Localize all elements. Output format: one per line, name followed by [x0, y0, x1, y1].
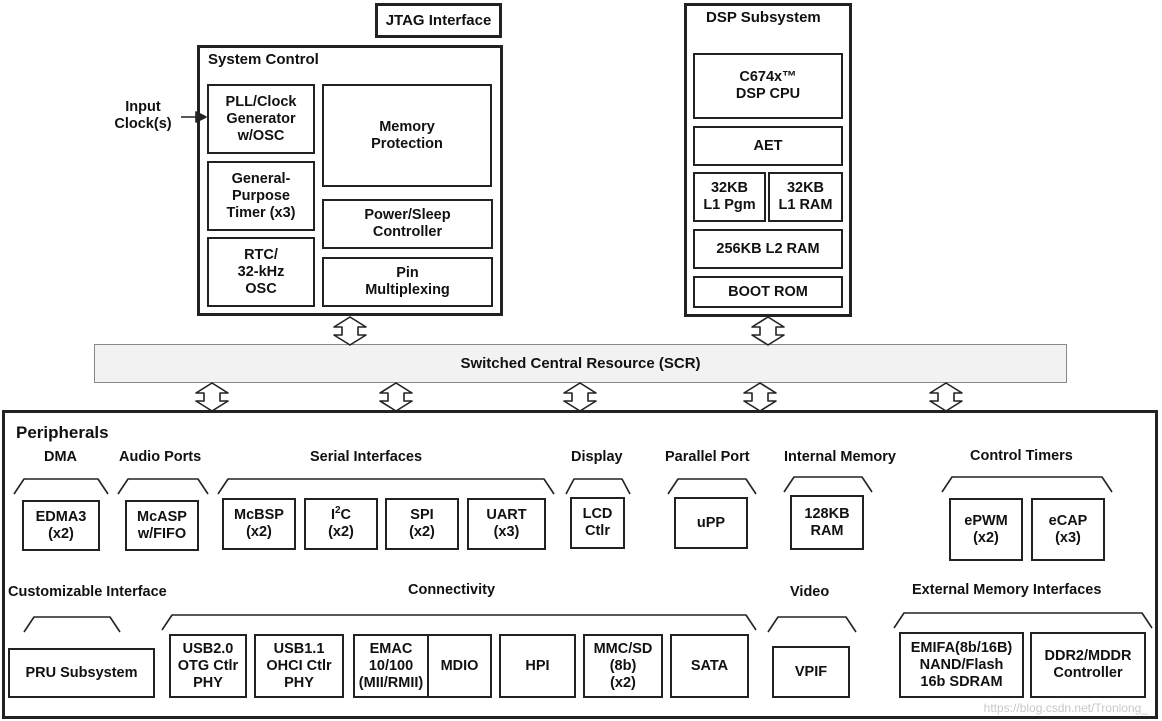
input-clock-label: Input Clock(s) — [114, 99, 172, 132]
i2c-label: I2C (x2) — [328, 505, 354, 540]
double-arrow-icon — [379, 382, 413, 412]
customizable-interface-label: Customizable Interface — [8, 584, 167, 600]
pru-subsystem-box: PRU Subsystem — [8, 648, 155, 698]
ecap-box: eCAP (x3) — [1031, 498, 1105, 561]
usb20-box: USB2.0 OTG Ctlr PHY — [169, 634, 247, 698]
sata-box: SATA — [670, 634, 749, 698]
ddr2-mddr-box: DDR2/MDDR Controller — [1030, 632, 1146, 698]
boot-rom-box: BOOT ROM — [693, 276, 843, 308]
serial-interfaces-label: Serial Interfaces — [310, 449, 423, 465]
mdio-box: MDIO — [427, 634, 492, 698]
watermark: https://blog.csdn.net/Tronlong_ — [983, 701, 1148, 715]
upp-box: uPP — [674, 497, 748, 549]
l2-ram-box: 256KB L2 RAM — [693, 229, 843, 269]
hpi-box: HPI — [499, 634, 576, 698]
usb11-box: USB1.1 OHCI Ctlr PHY — [254, 634, 344, 698]
double-arrow-icon — [929, 382, 963, 412]
mcbsp-box: McBSP (x2) — [222, 498, 296, 550]
double-arrow-icon — [751, 316, 785, 346]
mcasp-box: McASP w/FIFO — [125, 500, 199, 551]
switched-central-resource-bar: Switched Central Resource (SCR) — [94, 344, 1067, 383]
peripherals-title: Peripherals — [16, 423, 109, 442]
l1-pgm-box: 32KB L1 Pgm — [693, 172, 766, 222]
aet-box: AET — [693, 126, 843, 166]
pll-clock-generator-box: PLL/Clock Generator w/OSC — [207, 84, 315, 154]
rtc-osc-box: RTC/ 32-kHz OSC — [207, 237, 315, 307]
dsp-subsystem-title: DSP Subsystem — [706, 9, 821, 26]
double-arrow-icon — [195, 382, 229, 412]
external-memory-interfaces-label: External Memory Interfaces — [912, 582, 1102, 598]
ram-128kb-box: 128KB RAM — [790, 495, 864, 550]
lcd-controller-box: LCD Ctlr — [570, 497, 625, 549]
parallel-port-label: Parallel Port — [665, 449, 750, 465]
emac-box: EMAC 10/100 (MII/RMII) — [353, 634, 429, 698]
general-purpose-timer-box: General- Purpose Timer (x3) — [207, 161, 315, 231]
dma-label: DMA — [44, 449, 78, 465]
uart-box: UART (x3) — [467, 498, 546, 550]
dsp-subsystem-block — [684, 3, 852, 317]
control-timers-label: Control Timers — [970, 448, 1073, 464]
dsp-cpu-box: C674x™ DSP CPU — [693, 53, 843, 119]
system-control-title: System Control — [208, 51, 319, 68]
internal-memory-label: Internal Memory — [784, 449, 896, 465]
double-arrow-icon — [743, 382, 777, 412]
i2c-box: I2C (x2) — [304, 498, 378, 550]
pin-multiplexing-box: Pin Multiplexing — [322, 257, 493, 307]
system-control-block — [197, 45, 503, 316]
mmc-sd-box: MMC/SD (8b) (x2) — [583, 634, 663, 698]
display-label: Display — [571, 449, 623, 465]
l1-ram-box: 32KB L1 RAM — [768, 172, 843, 222]
connectivity-label: Connectivity — [408, 582, 496, 598]
double-arrow-icon — [333, 316, 367, 346]
spi-box: SPI (x2) — [385, 498, 459, 550]
edma3-box: EDMA3 (x2) — [22, 500, 100, 551]
video-label: Video — [790, 584, 830, 600]
epwm-box: ePWM (x2) — [949, 498, 1023, 561]
audio-ports-label: Audio Ports — [119, 449, 202, 465]
power-sleep-controller-box: Power/Sleep Controller — [322, 199, 493, 249]
vpif-box: VPIF — [772, 646, 850, 698]
jtag-interface-box: JTAG Interface — [375, 3, 502, 38]
memory-protection-box: Memory Protection — [322, 84, 492, 187]
double-arrow-icon — [563, 382, 597, 412]
emifa-box: EMIFA(8b/16B) NAND/Flash 16b SDRAM — [899, 632, 1024, 698]
